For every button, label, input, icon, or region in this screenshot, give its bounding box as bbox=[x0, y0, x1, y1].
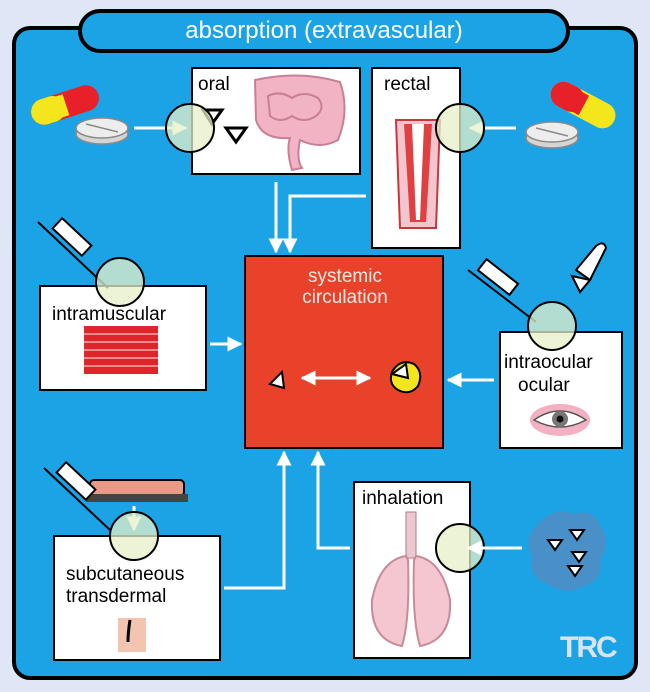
inhalation-label: inhalation bbox=[362, 488, 444, 509]
lungs-icon bbox=[370, 511, 452, 648]
subcutaneous-label: subcutaneous bbox=[66, 564, 185, 585]
transdermal-patch-icon bbox=[86, 479, 188, 502]
subcutaneous-to-circulation-arrow bbox=[224, 450, 292, 590]
oral-drug-particle-2 bbox=[223, 126, 249, 145]
ocular-label: ocular bbox=[518, 375, 570, 396]
intraocular-magnifier bbox=[527, 301, 577, 351]
diagram-title: absorption (extravascular) bbox=[78, 9, 570, 53]
eyedrop-bottle-icon bbox=[570, 242, 608, 294]
intraocular-label: intraocular bbox=[504, 352, 593, 373]
hair-follicle-icon bbox=[126, 619, 132, 643]
free-drug-molecule bbox=[268, 369, 286, 390]
protein-bound-molecule bbox=[389, 361, 422, 394]
aerosol-cloud-icon bbox=[528, 511, 606, 591]
inhalation-to-circulation-arrow bbox=[310, 450, 350, 550]
subcutaneous-magnifier bbox=[109, 511, 159, 561]
intramuscular-label: intramuscular bbox=[52, 304, 167, 325]
rectal-label: rectal bbox=[384, 74, 431, 95]
transdermal-label: transdermal bbox=[66, 586, 167, 607]
intestine-icon bbox=[253, 74, 346, 172]
eye-icon bbox=[530, 404, 590, 436]
oral-capsule-icon bbox=[31, 85, 99, 125]
systemic-label-line2: circulation bbox=[302, 287, 388, 308]
oral-magnifier bbox=[165, 103, 215, 153]
muscle-tissue-icon bbox=[84, 326, 158, 374]
systemic-label-line1: systemic bbox=[308, 266, 382, 287]
subcutaneous-syringe-icon bbox=[43, 460, 111, 531]
systemic-circulation-label: systemic circulation bbox=[247, 258, 443, 448]
systemic-circulation-box bbox=[244, 255, 444, 449]
intramuscular-magnifier bbox=[95, 257, 145, 307]
trc-logo: TRC bbox=[560, 631, 618, 664]
rectal-tablet-icon bbox=[525, 121, 579, 149]
rectal-magnifier bbox=[435, 103, 485, 153]
intraocular-syringe-icon bbox=[467, 257, 537, 323]
oral-tablet-icon bbox=[75, 117, 129, 145]
rectal-capsule-icon bbox=[550, 81, 616, 129]
skin-icon bbox=[118, 618, 146, 652]
oral-label: oral bbox=[198, 74, 230, 95]
rectal-to-circulation-arrow bbox=[282, 194, 366, 254]
rectum-icon bbox=[394, 119, 442, 229]
